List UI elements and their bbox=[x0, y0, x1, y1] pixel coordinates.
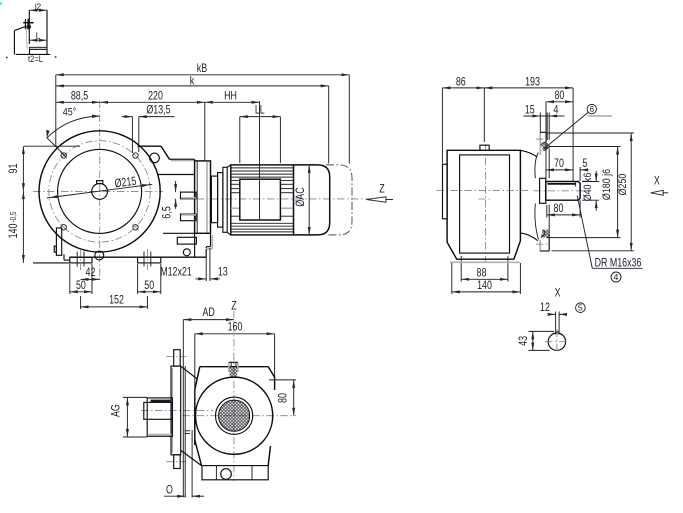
svg-text:88: 88 bbox=[477, 266, 487, 280]
svg-text:DR M16x36: DR M16x36 bbox=[595, 255, 642, 269]
svg-text:70: 70 bbox=[554, 156, 564, 170]
svg-text:12: 12 bbox=[540, 300, 550, 314]
svg-text:kB: kB bbox=[197, 61, 207, 75]
svg-text:ØAC: ØAC bbox=[293, 187, 307, 207]
svg-text:88,5: 88,5 bbox=[71, 89, 89, 103]
svg-text:4: 4 bbox=[553, 102, 558, 116]
svg-text:152: 152 bbox=[109, 293, 124, 307]
svg-text:AD: AD bbox=[202, 305, 215, 319]
svg-text:91: 91 bbox=[6, 163, 20, 173]
svg-text:k: k bbox=[190, 73, 195, 87]
svg-text:l2: l2 bbox=[35, 3, 42, 12]
svg-text:13: 13 bbox=[218, 265, 228, 279]
svg-text:43: 43 bbox=[516, 336, 530, 346]
svg-text:45°: 45° bbox=[63, 107, 76, 119]
svg-text:80: 80 bbox=[554, 201, 564, 215]
svg-text:LL: LL bbox=[255, 103, 265, 117]
svg-text:Z: Z bbox=[231, 299, 236, 313]
svg-text:X: X bbox=[654, 174, 660, 188]
svg-text:O: O bbox=[166, 483, 173, 497]
svg-text:15: 15 bbox=[525, 102, 535, 116]
svg-text:Ø40 k6: Ø40 k6 bbox=[582, 173, 594, 202]
svg-text:Ø180 j6: Ø180 j6 bbox=[601, 169, 613, 200]
svg-text:50: 50 bbox=[144, 278, 154, 292]
svg-text:140: 140 bbox=[477, 278, 492, 292]
svg-text:5: 5 bbox=[582, 156, 587, 170]
svg-text:140: 140 bbox=[6, 223, 20, 238]
svg-text:AG: AG bbox=[108, 404, 122, 417]
svg-text:220: 220 bbox=[148, 89, 163, 103]
svg-text:160: 160 bbox=[228, 320, 243, 334]
svg-text:6: 6 bbox=[590, 105, 595, 114]
svg-text:6,5: 6,5 bbox=[159, 206, 173, 219]
svg-text:L: L bbox=[36, 32, 41, 41]
svg-text:HH: HH bbox=[224, 89, 237, 103]
svg-text:86: 86 bbox=[456, 74, 466, 88]
svg-text:80: 80 bbox=[554, 88, 564, 102]
svg-text:50: 50 bbox=[76, 278, 86, 292]
svg-text:80: 80 bbox=[276, 393, 290, 403]
svg-text:-0,5: -0,5 bbox=[9, 211, 18, 222]
svg-text:Ø250: Ø250 bbox=[617, 174, 629, 196]
svg-text:5: 5 bbox=[578, 304, 584, 313]
svg-text:42: 42 bbox=[86, 265, 96, 279]
svg-text:Ø13,5: Ø13,5 bbox=[146, 102, 170, 116]
svg-text:193: 193 bbox=[525, 74, 540, 88]
svg-text:Z: Z bbox=[379, 182, 384, 196]
svg-text:t2=L: t2=L bbox=[28, 54, 43, 64]
svg-text:4: 4 bbox=[614, 273, 620, 282]
svg-text:M12x21: M12x21 bbox=[160, 265, 192, 279]
svg-text:Ø215: Ø215 bbox=[114, 174, 138, 191]
svg-text:X: X bbox=[555, 286, 561, 300]
